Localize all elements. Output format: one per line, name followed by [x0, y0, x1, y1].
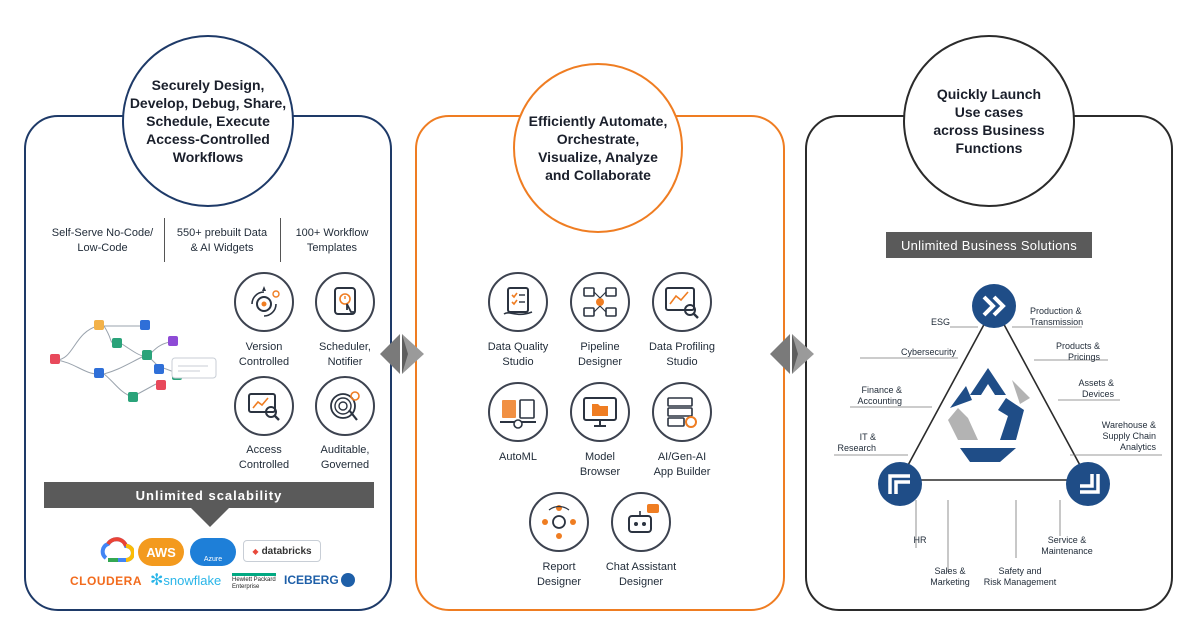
model-browser-label: Model Browser [579, 451, 621, 478]
feature-no-code: Self-Serve No-Code/ Low-Code [51, 227, 154, 254]
snowflake-logo: ✻ snowflake [150, 572, 222, 589]
azure-logo: Azure [190, 538, 236, 566]
scheduler-badge [315, 272, 375, 332]
chart-magnify-icon [665, 287, 699, 319]
cloudera-logo: CLOUDERA [70, 574, 142, 588]
data-quality-badge [488, 272, 548, 332]
function-it: IT & Research [837, 432, 876, 453]
gear-cycle-icon [251, 286, 280, 317]
iceberg-icon [340, 573, 355, 587]
left-heading: Securely Design, Develop, Debug, Share, … [129, 77, 287, 165]
right-heading: Quickly Launch Use cases across Business… [933, 86, 1045, 156]
workflow-canvas-illustration [50, 320, 217, 402]
function-finance: Finance & Accounting [857, 385, 902, 406]
fingerprint-icon [330, 391, 360, 421]
function-hr: HR [913, 535, 927, 545]
pipeline-icon [583, 287, 617, 317]
data-quality-label: Data Quality Studio [487, 341, 549, 368]
google-cloud-logo-icon [100, 537, 134, 562]
banner-pointer-icon [190, 507, 230, 527]
function-service: Service & Maintenance [1041, 535, 1093, 556]
pipeline-designer-label: Pipeline Designer [577, 341, 623, 368]
pipeline-badge [570, 272, 630, 332]
function-safety: Safety and Risk Management [983, 566, 1057, 587]
app-builder-badge [652, 382, 712, 442]
access-control-badge [234, 376, 294, 436]
function-cybersecurity: Cybersecurity [900, 347, 956, 357]
monitor-folder-icon [583, 397, 617, 427]
auditable-badge [315, 376, 375, 436]
function-products: Products & Pricings [1055, 341, 1100, 362]
clipboard-check-icon [503, 287, 533, 316]
function-esg: ESG [930, 317, 950, 327]
function-production: Production & Transmission [1030, 306, 1084, 327]
scalability-banner: Unlimited scalability [44, 482, 374, 508]
databricks-logo: ◆ databricks [243, 540, 321, 562]
function-sales: Sales & Marketing [930, 566, 970, 587]
scheduler-notifier-label: Scheduler, Notifier [319, 341, 371, 368]
divider [280, 218, 281, 262]
chat-assistant-badge [611, 492, 671, 552]
data-profiling-label: Data Profiling Studio [648, 341, 716, 368]
chat-assistant-label: Chat Assistant Designer [605, 561, 677, 588]
connector-arrow-icon [380, 334, 424, 374]
server-icon [667, 397, 697, 428]
report-designer-label: Report Designer [536, 561, 582, 588]
connector-arrow-icon [770, 334, 814, 374]
recycle-icon [948, 368, 1030, 462]
laptop-gear-icon [500, 399, 536, 429]
feature-widgets: 550+ prebuilt Data & AI Widgets [176, 227, 268, 254]
automl-label: AutoML [499, 451, 537, 463]
left-heading-circle: Securely Design, Develop, Debug, Share, … [122, 35, 294, 207]
middle-heading: Efficiently Automate, Orchestrate, Visua… [528, 113, 668, 183]
hpe-logo: Hewlett Packard Enterprise [232, 573, 276, 591]
version-controlled-label: Version Controlled [238, 341, 290, 368]
business-solutions-banner: Unlimited Business Solutions [886, 232, 1092, 258]
automl-badge [488, 382, 548, 442]
function-warehouse: Warehouse & Supply Chain Analytics [1101, 420, 1156, 452]
model-browser-badge [570, 382, 630, 442]
version-control-badge [234, 272, 294, 332]
app-builder-label: AI/Gen-AI App Builder [653, 451, 711, 478]
auditable-governed-label: Auditable, Governed [320, 444, 370, 471]
report-nodes-icon [542, 505, 576, 539]
feature-templates: 100+ Workflow Templates [295, 227, 369, 254]
business-functions-triangle [834, 284, 1162, 572]
data-profiling-badge [652, 272, 712, 332]
aws-logo: AWS [138, 538, 184, 566]
access-controlled-label: Access Controlled [238, 444, 290, 471]
report-designer-badge [529, 492, 589, 552]
snowflake-icon: ✻ [150, 572, 164, 589]
iceberg-logo: ICEBERG [284, 573, 355, 587]
robot-icon [628, 504, 659, 533]
divider [164, 218, 165, 262]
clock-tap-icon [334, 287, 356, 315]
right-heading-circle: Quickly Launch Use cases across Business… [903, 35, 1075, 207]
function-assets: Assets & Devices [1078, 378, 1114, 399]
middle-heading-circle: Efficiently Automate, Orchestrate, Visua… [513, 63, 683, 233]
monitor-search-icon [248, 393, 280, 421]
